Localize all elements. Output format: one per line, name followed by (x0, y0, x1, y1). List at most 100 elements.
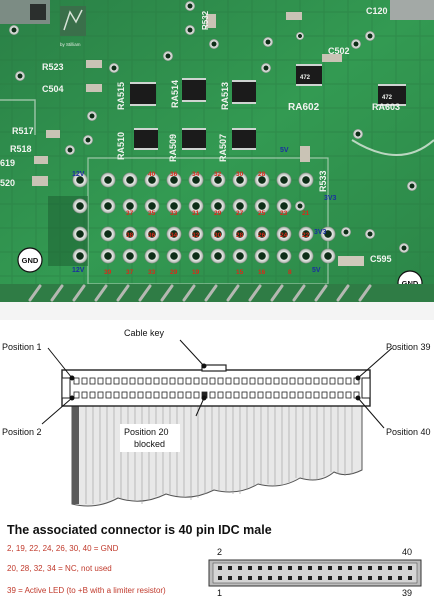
pin-label: 24 (280, 232, 288, 239)
label-position-39: Position 39 (386, 342, 431, 352)
gnd-left-marker: GND (17, 247, 43, 273)
pin-label: 28 (236, 232, 244, 239)
pin-label: 36 (170, 171, 178, 178)
label-gnd-right: GND (402, 279, 419, 288)
pin-label: 16 (258, 269, 266, 276)
pin-label: 22 (302, 232, 310, 239)
label-12v-bottom: 12V (72, 267, 85, 274)
label-ra513: RA513 (220, 82, 230, 110)
pcb-component (30, 4, 46, 20)
pin-label: 38 (126, 232, 134, 239)
pin-header-label-40: 40 (402, 547, 412, 557)
pin-label: 35 (148, 210, 156, 217)
label-c120: C120 (366, 6, 388, 16)
notes-heading: The associated connector is 40 pin IDC m… (7, 523, 272, 537)
pin-header-pins-top (218, 566, 412, 570)
label-472-a: 472 (300, 75, 311, 81)
label-5v-top: 5V (280, 147, 289, 154)
pin-label: 8 (288, 269, 292, 276)
photo-background (0, 302, 434, 320)
pcb-silkscreen-arc (351, 139, 434, 156)
pin-header-pins-bottom (218, 576, 412, 580)
label-c595: C595 (370, 254, 392, 264)
label-r518: R518 (10, 144, 32, 154)
pin-label: 31 (192, 210, 200, 217)
label-3v3-top: 3V3 (324, 195, 337, 202)
label-520: 520 (0, 178, 15, 188)
pin-header-inner (212, 562, 418, 584)
pcb-photo: by Stilliam C120 R532 R523 C504 C502 RA5… (0, 0, 434, 320)
label-position-2: Position 2 (2, 427, 42, 437)
ribbon-cable-diagram: Cable key Position 1 Position 2 Position… (0, 320, 434, 520)
label-gnd-left: GND (22, 256, 39, 265)
edge-connector-fingers (28, 284, 372, 302)
pin-label: 34 (170, 232, 178, 239)
resistor-array-chips (130, 64, 406, 150)
connector-pin-grid (73, 377, 360, 399)
pin-label: 33 (148, 269, 156, 276)
pin-label: 32 (214, 171, 222, 178)
voltage-labels: 12V 12V 5V 5V 3V3 3V3 (72, 147, 337, 274)
photographer-logo: by Stilliam (60, 6, 86, 47)
label-ra515: RA515 (116, 82, 126, 110)
connector-pin-holes (72, 172, 336, 264)
pin-label: 37 (126, 269, 134, 276)
label-12v-top: 12V (72, 171, 85, 178)
label-r533: R533 (318, 170, 328, 192)
cable-key-bump (201, 364, 227, 372)
label-3v3-bottom: 3V3 (314, 229, 327, 236)
pin-label: 40 (148, 171, 156, 178)
pin-label: 26 (258, 232, 266, 239)
pin-number-labels: 40 36 34 32 30 28 37 35 33 31 29 27 25 2… (104, 171, 310, 276)
pin-header-label-39: 39 (402, 588, 412, 598)
pin-label: 30 (214, 232, 222, 239)
logo-text: by Stilliam (60, 42, 81, 47)
note-led: 39 = Active LED (to +B with a limiter re… (7, 586, 166, 595)
note-gnd: 2, 19, 22, 24, 26, 30, 40 = GND (7, 544, 119, 553)
note-nc: 20, 28, 32, 34 = NC, not used (7, 564, 112, 573)
label-position-1: Position 1 (2, 342, 42, 352)
label-cable-key: Cable key (124, 328, 165, 338)
label-619: 619 (0, 158, 15, 168)
pin-label: 33 (170, 210, 178, 217)
label-r532: R532 (201, 10, 210, 30)
pin-row-odd (73, 377, 360, 385)
label-ra509: RA509 (168, 134, 178, 162)
pin-label: 19 (192, 269, 200, 276)
label-472-b: 472 (382, 95, 393, 101)
pin-label: 28 (258, 171, 266, 178)
pin-label: 37 (126, 210, 134, 217)
label-5v-bottom: 5V (312, 267, 321, 274)
label-blocked: blocked (134, 439, 165, 449)
label-position-20: Position 20 (124, 427, 169, 437)
pin-label: 15 (236, 269, 244, 276)
label-position-40: Position 40 (386, 427, 431, 437)
label-c504: C504 (42, 84, 64, 94)
connector-notes: The associated connector is 40 pin IDC m… (0, 520, 434, 599)
pin-label: 39 (104, 269, 112, 276)
pin-label: 29 (214, 210, 222, 217)
pin-header-label-1: 1 (217, 588, 222, 598)
pcb-silkscreen-arc (0, 99, 36, 135)
pin-label: 36 (148, 232, 156, 239)
smd-components (32, 12, 364, 266)
pcb-component (390, 0, 434, 20)
label-r517: R517 (12, 126, 34, 136)
callout-lines (41, 339, 393, 429)
pin-header-label-2: 2 (217, 547, 222, 557)
pin-label: 34 (192, 171, 200, 178)
label-c502: C502 (328, 46, 350, 56)
pin-label: 32 (192, 232, 200, 239)
component-labels: C120 R532 R523 C504 C502 RA515 RA514 RA5… (0, 6, 400, 264)
callout-labels: Cable key Position 1 Position 2 Position… (2, 328, 431, 452)
pin-label: 25 (258, 210, 266, 217)
label-ra507: RA507 (218, 134, 228, 162)
pin-label: 23 (280, 210, 288, 217)
label-ra603: RA603 (372, 102, 400, 112)
pin-label: 27 (236, 210, 244, 217)
pin-label: 29 (170, 269, 178, 276)
pin-row-even (73, 391, 360, 399)
label-ra514: RA514 (170, 80, 180, 108)
idc-connector-housing (61, 364, 371, 407)
pin-label: 21 (302, 210, 310, 217)
